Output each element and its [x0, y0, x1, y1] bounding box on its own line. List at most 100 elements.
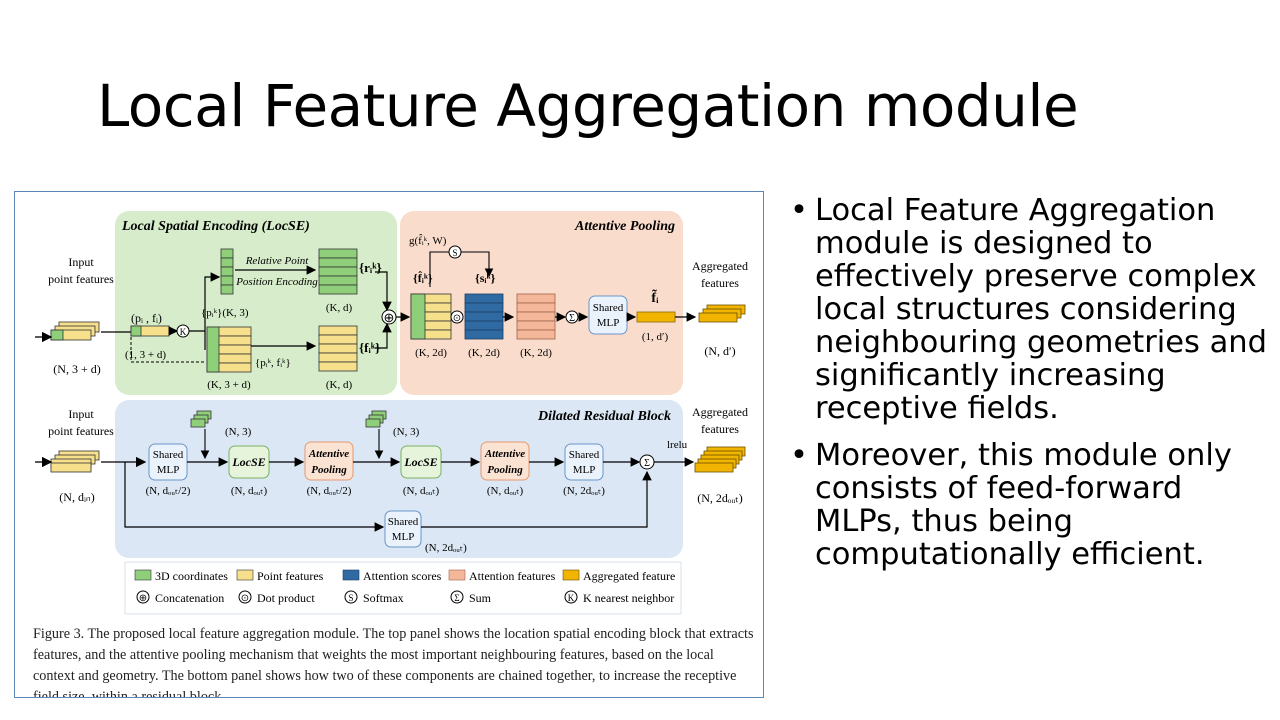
top-input-dim: (N, 3 + d) [53, 362, 100, 376]
slide-title: Local Feature Aggregation module [97, 72, 1079, 140]
top-agg-dim: (N, d′) [704, 344, 735, 358]
drb-title: Dilated Residual Block [537, 409, 671, 424]
svg-text:Input: Input [68, 407, 94, 421]
svg-text:LocSE: LocSE [231, 455, 265, 469]
svg-text:(N, dᵢₙ): (N, dᵢₙ) [59, 490, 94, 504]
fhat-stack [410, 293, 452, 340]
pf-set-label: {pᵢᵏ, fᵢᵏ} [255, 357, 291, 369]
svg-text:(N, dₒᵤₜ): (N, dₒᵤₜ) [231, 485, 268, 497]
bottom-attentive-pooling-1 [304, 441, 354, 481]
legend-sum-icon [450, 590, 464, 604]
svg-text:K: K [568, 593, 575, 603]
ftilde-bar [636, 311, 676, 323]
legend-softmax-icon [344, 590, 358, 604]
svg-text:MLP: MLP [597, 317, 620, 329]
pik-dim: {pᵢᵏ}(K, 3) [201, 307, 249, 319]
svg-text:Attentive: Attentive [308, 448, 349, 460]
svg-text:Σ: Σ [454, 593, 459, 603]
svg-text:Attention features: Attention features [469, 569, 556, 583]
svg-text:Point features: Point features [257, 569, 324, 583]
svg-text:S: S [348, 593, 353, 603]
svg-text:Σ: Σ [644, 458, 650, 469]
bullet-dot-icon: • [790, 438, 808, 473]
dot-product-icon [450, 310, 464, 324]
bottom-input-stack [50, 450, 100, 473]
rel-pos-label: Relative Point [245, 255, 310, 267]
fik-label: {fᵢᵏ} [359, 340, 380, 355]
fik-dim: (K, d) [326, 379, 353, 391]
svg-text:3D coordinates: 3D coordinates [155, 569, 228, 583]
pi-fi-dim: (1, 3 + d) [125, 349, 166, 361]
top-input-label: Input [68, 255, 94, 269]
svg-text:Pooling: Pooling [311, 464, 347, 476]
svg-text:Dot product: Dot product [257, 591, 315, 605]
top-agg-stack [698, 304, 746, 323]
svg-text:Σ: Σ [569, 313, 575, 324]
svg-text:Pooling: Pooling [487, 464, 523, 476]
residual-shared-mlp [384, 510, 422, 548]
svg-text:(N, dₒᵤₜ): (N, dₒᵤₜ) [403, 485, 440, 497]
svg-text:⊕: ⊕ [139, 593, 147, 604]
bullet-item: • Local Feature Aggregation module is de… [790, 194, 1270, 425]
ftilde-label: f̃ᵢ [651, 288, 659, 306]
pi-fi-label: (pᵢ , fᵢ) [131, 311, 162, 325]
svg-text:MLP: MLP [392, 531, 415, 543]
svg-text:Shared: Shared [593, 302, 624, 314]
g-func-label: g(f̂ᵢᵏ, W) [409, 233, 447, 247]
svg-text:Shared: Shared [388, 516, 419, 528]
figure-image: Local Spatial Encoding (LocSE) Attentive… [14, 191, 764, 698]
rik-label: {rᵢᵏ} [359, 260, 382, 275]
svg-text:(N, 2dₒᵤₜ): (N, 2dₒᵤₜ) [697, 491, 743, 505]
sik-stack [464, 293, 504, 340]
rel-pos-label-2: Position Encoding [235, 276, 318, 288]
svg-text:(N, dₒᵤₜ/2): (N, dₒᵤₜ/2) [146, 485, 191, 497]
legend-concat-icon [136, 590, 150, 604]
svg-text:Aggregated: Aggregated [692, 405, 748, 419]
locse-title: Local Spatial Encoding (LocSE) [121, 219, 310, 234]
pik-stack [220, 248, 234, 295]
svg-text:S: S [452, 248, 457, 258]
svg-text:features: features [701, 422, 739, 436]
svg-text:Shared: Shared [153, 449, 184, 461]
svg-text:point features: point features [48, 424, 114, 438]
legend: 3D coordinates Point features Attention … [124, 561, 682, 615]
svg-text:MLP: MLP [157, 464, 180, 476]
bullet-list: • Local Feature Aggregation module is de… [790, 194, 1270, 585]
top-input-stack [50, 321, 100, 341]
fhat-label: {f̂ᵢᵏ} [413, 271, 433, 285]
legend-knn-icon [564, 590, 578, 604]
svg-text:(N, dₒᵤₜ): (N, dₒᵤₜ) [487, 485, 524, 497]
pf-dim: (K, 3 + d) [207, 379, 251, 391]
sik-label: {sᵢᵏ} [475, 271, 496, 285]
svg-text:Sum: Sum [469, 591, 492, 605]
legend-dot-icon [238, 590, 252, 604]
coords-stack-1 [190, 410, 212, 428]
figure-caption: Figure 3. The proposed local feature agg… [33, 626, 754, 698]
pf-stack [206, 326, 252, 373]
dilated-residual-panel [115, 400, 683, 558]
svg-text:Concatenation: Concatenation [155, 591, 224, 605]
attn-title: Attentive Pooling [574, 219, 675, 234]
rik-stack [318, 248, 358, 295]
fik-stack [318, 325, 358, 372]
coords-stack-2 [365, 410, 387, 428]
top-agg-label-2: features [701, 276, 739, 290]
ftilde-dim: (1, d′) [642, 331, 669, 343]
bullet-text: Moreover, this module only consists of f… [815, 438, 1232, 572]
svg-text:(N, dₒᵤₜ/2): (N, dₒᵤₜ/2) [307, 485, 352, 497]
bullet-dot-icon: • [790, 193, 808, 228]
svg-text:Shared: Shared [569, 449, 600, 461]
top-input-label-2: point features [48, 272, 114, 286]
svg-text:K nearest neighbor: K nearest neighbor [583, 591, 674, 605]
svg-text:⊙: ⊙ [241, 593, 249, 604]
svg-text:⊙: ⊙ [453, 313, 461, 324]
rik-dim: (K, d) [326, 302, 353, 314]
top-agg-label: Aggregated [692, 259, 748, 273]
figure-diagram: Local Spatial Encoding (LocSE) Attentive… [35, 211, 748, 615]
svg-text:(N, 3): (N, 3) [393, 426, 420, 438]
bullet-text: Local Feature Aggregation module is desi… [815, 193, 1267, 426]
sik-dim: (K, 2d) [468, 347, 500, 359]
svg-text:Aggregated feature: Aggregated feature [583, 569, 675, 583]
svg-text:MLP: MLP [573, 464, 596, 476]
svg-text:Attention scores: Attention scores [363, 569, 442, 583]
